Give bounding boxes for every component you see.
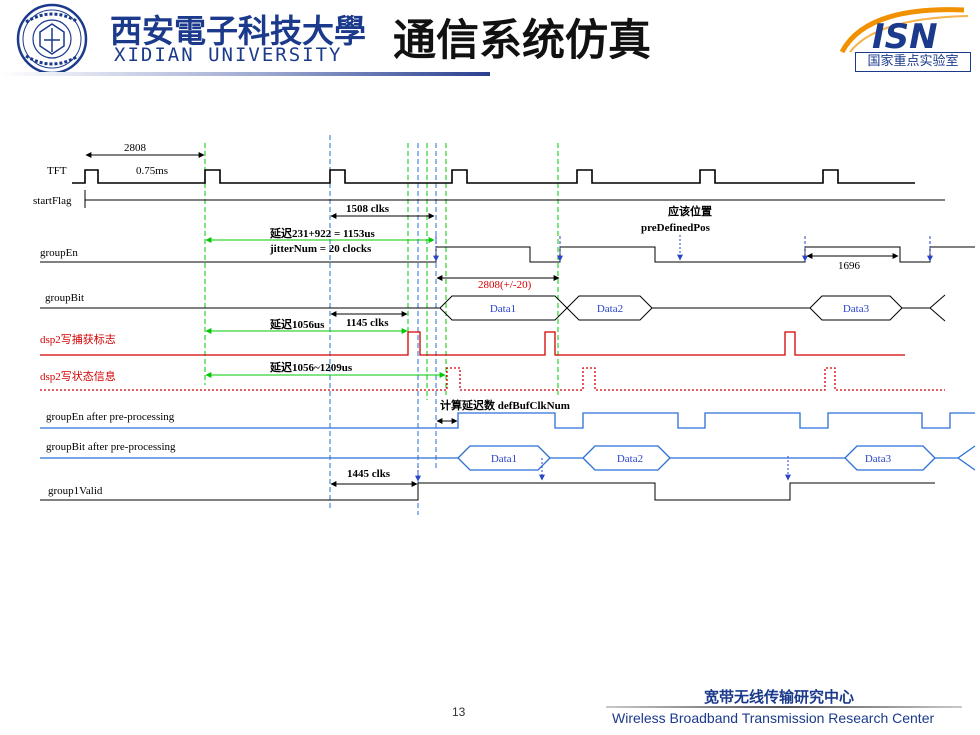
waveform-group1valid xyxy=(40,482,935,501)
lab-name: 国家重点实验室 xyxy=(855,52,971,72)
bus-label-data1: Data1 xyxy=(490,303,516,315)
bus-idle xyxy=(40,294,946,322)
bus-segment xyxy=(457,445,551,471)
signal-label-groupbit: groupBit xyxy=(45,292,84,304)
waveform-groupbit-pre xyxy=(40,445,976,471)
header-divider xyxy=(0,72,490,76)
bus-label-data3: Data3 xyxy=(843,303,870,315)
bus-segment xyxy=(809,295,903,321)
bus-segment xyxy=(844,445,936,471)
label-should-position: 应该位置 xyxy=(668,204,712,218)
footer-divider xyxy=(606,706,962,708)
university-name-cn: 西安電子科技大學 xyxy=(110,12,367,50)
label-delay-1056: 延迟1056us xyxy=(269,317,325,331)
university-name-en: XIDIAN UNIVERSITY xyxy=(114,44,343,66)
label-delay-range: 延迟1056~1209us xyxy=(269,360,353,374)
label-calc-delay: 计算延迟数 defBufClkNum xyxy=(440,398,570,412)
label-1508-clks: 1508 clks xyxy=(346,203,390,215)
signal-label-tft: TFT xyxy=(47,165,67,177)
footer-center-name-en: Wireless Broadband Transmission Research… xyxy=(612,710,935,726)
page-number: 13 xyxy=(452,705,466,719)
bus-segment xyxy=(582,445,671,471)
signal-label-groupbit-pre: groupBit after pre-processing xyxy=(46,441,176,453)
isn-logo-icon: ISN xyxy=(836,4,976,57)
waveform-tft xyxy=(72,169,915,184)
waveform-startflag xyxy=(84,190,945,208)
bus-idle xyxy=(40,445,976,471)
label-1696: 1696 xyxy=(838,260,861,272)
bus-label-data1-pre: Data1 xyxy=(491,453,517,465)
label-tft-time: 0.75ms xyxy=(136,165,168,177)
bus-label-data3-pre: Data3 xyxy=(865,453,892,465)
signal-label-groupen-pre: groupEn after pre-processing xyxy=(46,411,175,423)
waveform-groupbit xyxy=(40,294,946,322)
waveform-groupen xyxy=(40,246,975,263)
label-tft-period: 2808 xyxy=(124,142,147,154)
valid-sample-arrows xyxy=(415,456,791,482)
signal-label-groupen: groupEn xyxy=(40,247,78,259)
bus-label-data2-pre: Data2 xyxy=(617,453,643,465)
label-1145-clks: 1145 clks xyxy=(346,317,389,329)
label-delay-1153: 延迟231+922 = 1153us xyxy=(269,226,376,240)
signal-label-startflag: startFlag xyxy=(33,195,72,207)
slide-title: 通信系统仿真 xyxy=(393,16,651,66)
signal-label-dsp2-capture-flag: dsp2写捕获标志 xyxy=(40,332,116,346)
waveform-dsp2-status-info xyxy=(40,367,945,391)
groupen-sample-arrows xyxy=(433,236,933,262)
label-1445-clks: 1445 clks xyxy=(347,468,391,480)
footer-center-name-cn: 宽带无线传输研究中心 xyxy=(704,688,855,706)
bus-segment xyxy=(566,295,653,321)
label-2808-tolerance: 2808(+/-20) xyxy=(478,279,532,291)
waveform-groupen-pre xyxy=(40,412,975,429)
label-predefined-pos: preDefinedPos xyxy=(641,222,711,234)
waveform-dsp2-capture-flag xyxy=(40,331,905,356)
label-jitter: jitterNum = 20 clocks xyxy=(269,243,372,255)
bus-label-data2: Data2 xyxy=(597,303,623,315)
signal-label-group1valid: group1Valid xyxy=(48,485,103,497)
isn-logo-text: ISN xyxy=(872,17,938,54)
signal-label-dsp2-status-info: dsp2写状态信息 xyxy=(40,369,116,383)
